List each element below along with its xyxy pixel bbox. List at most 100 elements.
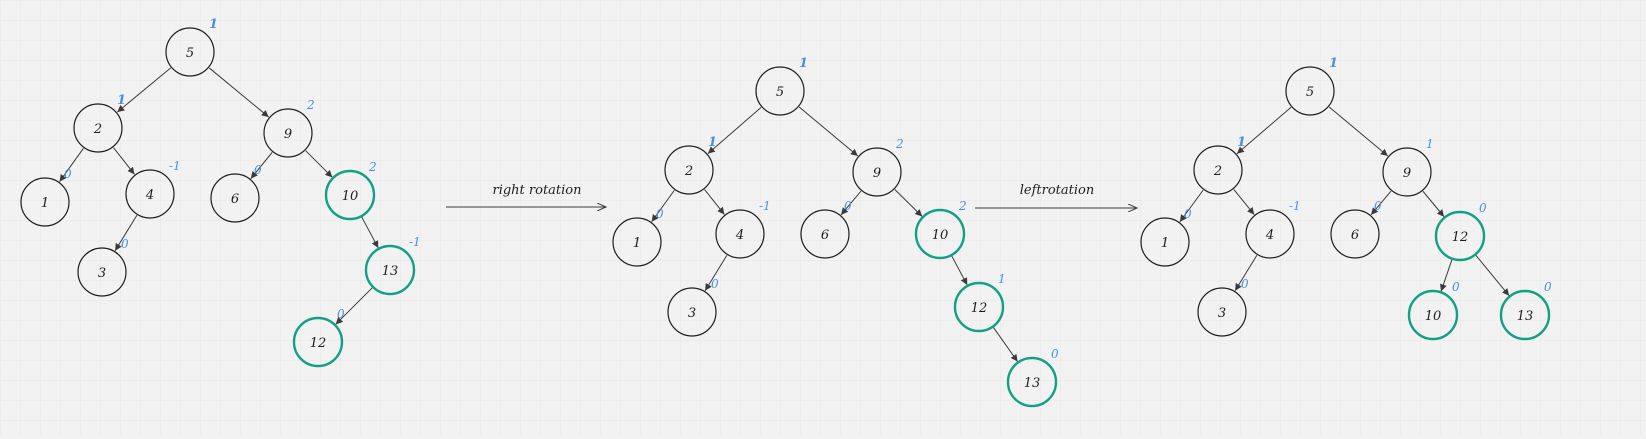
edge-9-12 — [1422, 190, 1445, 218]
node-circle — [1407, 289, 1459, 341]
tree-node-6: 60 — [800, 199, 852, 259]
node-circle — [715, 209, 765, 259]
edge-5-2 — [707, 107, 762, 154]
balance-factor: 0 — [1479, 201, 1487, 215]
node-circle — [612, 217, 662, 267]
node-label: 13 — [1024, 376, 1041, 391]
node-circle — [664, 145, 714, 195]
node-label: 4 — [145, 188, 154, 203]
node-circle — [1499, 289, 1551, 341]
tree-node-3: 30 — [77, 237, 129, 297]
tree-node-9: 92 — [852, 137, 904, 197]
balance-factor: -1 — [759, 199, 771, 213]
balance-factor: 1 — [998, 272, 1006, 286]
edge-2-4 — [113, 147, 135, 175]
tree-node-13: 130 — [1006, 347, 1059, 408]
arrow-label: right rotation — [492, 183, 581, 198]
node-label: 9 — [284, 127, 292, 142]
node-circle — [77, 247, 127, 297]
edge-4-3 — [114, 215, 138, 251]
node-circle — [852, 147, 902, 197]
tree-node-12: 120 — [1434, 201, 1487, 262]
edge-12-10 — [1440, 259, 1453, 292]
balance-factor: 1 — [708, 135, 717, 150]
node-label: 13 — [1517, 309, 1534, 324]
tree-node-4: 4 -1 — [125, 159, 181, 219]
edge-9-6 — [1370, 190, 1392, 216]
edge-12-13 — [1475, 254, 1510, 297]
balance-factor: 0 — [1184, 207, 1192, 221]
tree-node-5: 51 — [755, 56, 808, 116]
node-circle — [1285, 66, 1335, 116]
node-circle — [292, 316, 344, 368]
balance-factor: 0 — [711, 277, 719, 291]
node-label: 4 — [735, 228, 744, 243]
node-circle — [1197, 287, 1247, 337]
node-circle — [210, 173, 260, 223]
tree-node-12: 121 — [953, 272, 1006, 333]
edge-2-4 — [1233, 189, 1255, 215]
balance-factor: 1 — [1426, 137, 1434, 151]
balance-factor: 2 — [368, 160, 377, 174]
node-label: 2 — [93, 122, 102, 137]
tree-node-10: 102 — [914, 199, 967, 260]
balance-factor: 1 — [209, 17, 218, 32]
edge-9-10 — [305, 150, 333, 178]
node-label: 3 — [1218, 306, 1226, 321]
node-circle — [324, 169, 376, 221]
tree-node-1: 10 — [612, 207, 664, 267]
tree-node-1: 10 — [1140, 207, 1192, 267]
node-circle — [667, 287, 717, 337]
node-label: 5 — [1306, 85, 1314, 100]
edge-4-3 — [1234, 255, 1258, 291]
balance-factor: -1 — [409, 235, 421, 249]
tree-node-13: 130 — [1499, 280, 1552, 341]
node-circle — [20, 177, 70, 227]
balance-factor: -1 — [1289, 199, 1301, 213]
node-label: 2 — [1213, 164, 1222, 179]
edge-5-2 — [1236, 106, 1292, 155]
tree-node-12: 12 0 — [292, 307, 345, 368]
balance-factor: 0 — [121, 237, 129, 251]
balance-factor: 2 — [306, 98, 315, 112]
edge-5-9 — [208, 67, 270, 118]
edge-5-9 — [1328, 106, 1389, 157]
node-circle — [263, 108, 313, 158]
tree-node-2: 21 — [664, 135, 717, 195]
node-circle — [165, 27, 215, 77]
node-label: 9 — [1403, 166, 1411, 181]
node-label: 9 — [873, 166, 881, 181]
balance-factor: -1 — [169, 159, 181, 173]
balance-factor: 1 — [1329, 56, 1338, 71]
edge-9-6 — [250, 152, 273, 179]
balance-factor: 0 — [656, 207, 664, 221]
edge-2-4 — [704, 189, 725, 215]
node-label: 12 — [310, 336, 327, 351]
balance-factor: 0 — [254, 163, 262, 177]
node-label: 4 — [1265, 228, 1274, 243]
balance-factor: 0 — [337, 307, 345, 321]
edge-9-10 — [894, 189, 923, 217]
node-circle — [1140, 217, 1190, 267]
tree-node-5: 51 — [1285, 56, 1338, 116]
node-circle — [364, 244, 416, 296]
tree-node-5: 51 — [165, 17, 218, 77]
node-label: 10 — [932, 228, 949, 243]
edge-5-2 — [116, 67, 172, 113]
edge-2-1 — [1179, 189, 1204, 223]
edge-13-12 — [335, 287, 373, 325]
node-label: 3 — [98, 266, 106, 281]
tree-node-9: 92 — [263, 98, 315, 158]
edge-4-3 — [704, 255, 728, 291]
node-circle — [125, 169, 175, 219]
edge-10-13 — [361, 216, 379, 249]
balance-factor: 0 — [64, 167, 72, 181]
nodes-layer: 512192104-1306010213-1120512192104-13060… — [20, 17, 1552, 408]
node-label: 10 — [342, 189, 359, 204]
node-label: 1 — [633, 236, 641, 251]
